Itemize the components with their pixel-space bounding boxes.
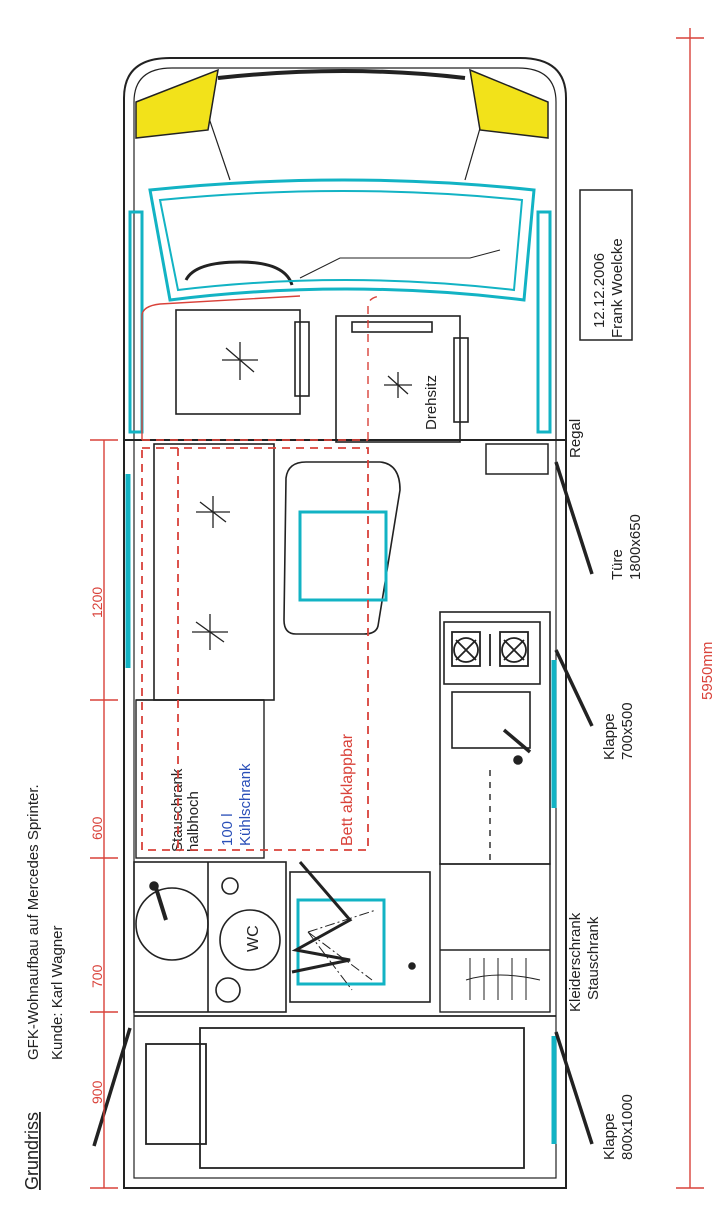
faucet (502, 728, 532, 754)
label-klappe-1: Klappe (601, 713, 618, 760)
project-description: GFK-Wohnaufbau auf Mercedes Sprinter. (25, 784, 42, 1060)
dash-detail (299, 249, 501, 279)
label-klappe-1-size: 700x500 (619, 702, 636, 760)
washbasin (135, 887, 209, 961)
label-tuere-size: 1800x650 (627, 514, 644, 580)
label-bett: Bett abklappbar (339, 733, 356, 846)
author: Frank Woelcke (609, 238, 626, 338)
cab-cyan-frame (128, 178, 552, 434)
label-tuere: Türe (609, 549, 626, 580)
label-wc: WC (245, 925, 262, 952)
dashboard-line (195, 79, 495, 181)
shower (289, 861, 431, 1003)
dimension-900: 900 (89, 1080, 105, 1104)
dimension-1200: 1200 (89, 587, 105, 618)
label-klappe-2: Klappe (601, 1113, 618, 1160)
label-regal: Regal (567, 419, 584, 458)
dimension-700: 700 (89, 964, 105, 988)
label-stauschrank-right: Stauschrank (585, 916, 602, 1000)
label-drehsitz: Drehsitz (423, 375, 440, 430)
windshield-line (217, 69, 466, 80)
cab-outline (123, 57, 567, 440)
dinette-table (283, 461, 401, 635)
left-mirror (135, 68, 219, 139)
wardrobe (439, 863, 551, 1013)
label-kleiderschrank: Kleiderschrank (567, 912, 584, 1012)
left-dimension-line (90, 439, 118, 1189)
label-halbhoch: halbhoch (185, 791, 202, 852)
stove-burners (451, 631, 529, 667)
wall-windows (125, 474, 557, 1144)
bathroom (133, 861, 287, 1013)
rear-bed (134, 1015, 556, 1169)
label-klappe-2-size: 800x1000 (619, 1094, 636, 1160)
label-kuehlschrank: Kühlschrank (237, 763, 254, 846)
title-block-box (579, 189, 633, 341)
customer: Kunde: Karl Wagner (49, 925, 66, 1060)
cab-inner-outline (133, 67, 557, 440)
storage-fridge-block (135, 699, 265, 859)
right-mirror (469, 68, 549, 139)
sink (451, 691, 531, 749)
page-title: Grundriss (22, 1112, 42, 1190)
toilet (219, 909, 281, 971)
driver-seat (175, 309, 310, 415)
label-stauschrank: Stauschrank (169, 768, 186, 852)
dimension-600: 600 (89, 816, 105, 840)
dinette-bench (153, 443, 275, 701)
date: 12.12.2006 (591, 253, 608, 328)
fold-bed-outline (141, 295, 381, 851)
shelf-regal (485, 443, 549, 475)
label-fridge-volume: 100 l (219, 813, 236, 846)
kitchen-counter (439, 611, 551, 865)
door-swings (92, 461, 594, 1147)
total-length-line (676, 28, 704, 1189)
steering-wheel (184, 260, 294, 286)
swivel-seat (335, 315, 469, 443)
total-length: 5950mm (699, 642, 716, 700)
